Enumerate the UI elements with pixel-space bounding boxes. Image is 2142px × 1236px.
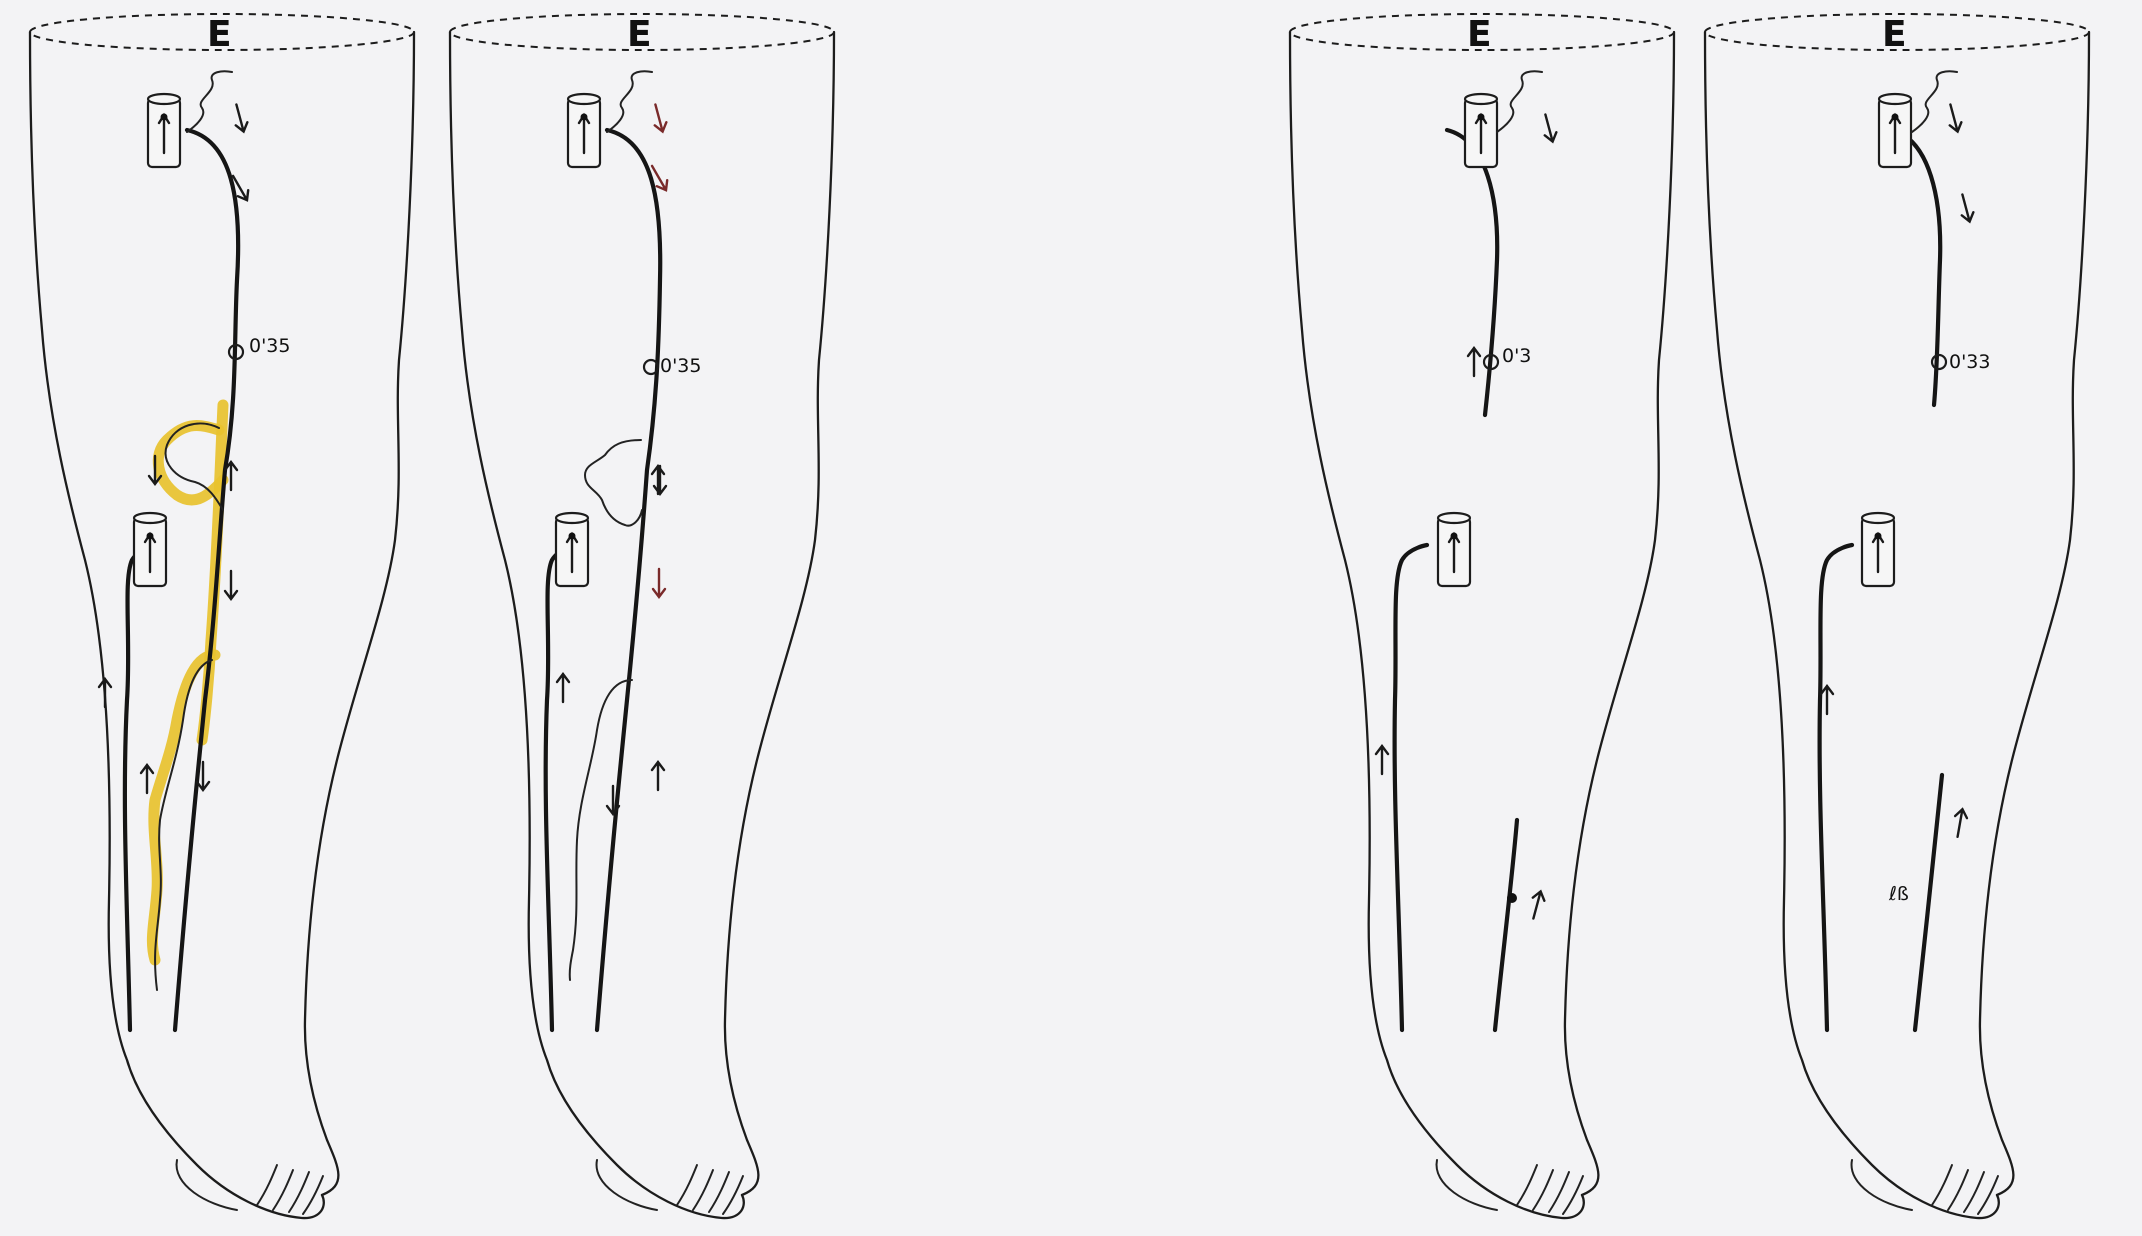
- leg-diagram-4: E 0'33 ℓß: [1705, 14, 2089, 1218]
- leg-diagram-3: E 0'3: [1290, 14, 1674, 1218]
- up-arrow-icon: [1952, 808, 1969, 838]
- down-arrow-icon: [1957, 193, 1976, 223]
- leg-diagram-1: E 0'35: [30, 14, 414, 1218]
- cylinder-icon: [568, 94, 600, 167]
- vein-upper: [1447, 130, 1497, 415]
- down-arrow-icon: [1945, 103, 1964, 133]
- side-label: E: [207, 14, 232, 55]
- up-arrow-icon: [1821, 686, 1833, 714]
- vein-lower: [1395, 545, 1427, 1030]
- junction-squiggle: [607, 71, 652, 132]
- leg-outline: [1290, 14, 1674, 1218]
- up-arrow-icon: [99, 679, 111, 707]
- junction-squiggle: [187, 71, 232, 132]
- down-arrow-icon: [231, 103, 250, 133]
- measurement-label: 0'35: [660, 355, 702, 377]
- junction-squiggle: [1497, 71, 1542, 132]
- up-arrow-icon: [652, 762, 664, 790]
- side-label: E: [1882, 14, 1907, 55]
- junction-squiggle: [1912, 71, 1957, 132]
- vein-lower: [1820, 545, 1852, 1030]
- up-arrow-icon: [141, 765, 153, 793]
- leg-outline: [1705, 14, 2089, 1218]
- measurement-label: 0'33: [1949, 351, 1991, 373]
- valve-dot: [1507, 893, 1517, 903]
- cylinder-icon: [1862, 513, 1894, 586]
- down-arrow-icon: [225, 571, 237, 599]
- cylinder-icon: [1879, 94, 1911, 167]
- leg-outline: [450, 14, 834, 1218]
- down-arrow-icon: [1540, 113, 1559, 143]
- leg-outline: [30, 14, 414, 1218]
- leg-diagram-2: E 0'35: [450, 14, 834, 1218]
- up-arrow-icon: [1528, 890, 1547, 920]
- down-arrow-icon: [653, 569, 665, 597]
- side-label: E: [627, 14, 652, 55]
- vein-upper: [597, 130, 660, 1030]
- vein-segment: [1495, 820, 1517, 1030]
- up-arrow-icon: [1376, 746, 1388, 774]
- vein-segment: [1915, 775, 1942, 1030]
- measurement-label: 0'3: [1502, 345, 1531, 367]
- side-label: E: [1467, 14, 1492, 55]
- up-arrow-icon: [225, 462, 237, 490]
- cylinder-icon: [556, 513, 588, 586]
- up-arrow-icon: [1468, 348, 1480, 376]
- cylinder-icon: [1438, 513, 1470, 586]
- vein-upper: [175, 130, 238, 1030]
- measurement-label: 0'35: [249, 335, 291, 357]
- cylinder-icon: [148, 94, 180, 167]
- up-arrow-icon: [557, 674, 569, 702]
- vein-tributary: [585, 440, 642, 526]
- cylinder-icon: [1465, 94, 1497, 167]
- cylinder-icon: [134, 513, 166, 586]
- down-arrow-icon: [650, 103, 669, 133]
- handwritten-annotation: ℓß: [1888, 883, 1909, 905]
- ring-marker-icon: [1932, 355, 1946, 369]
